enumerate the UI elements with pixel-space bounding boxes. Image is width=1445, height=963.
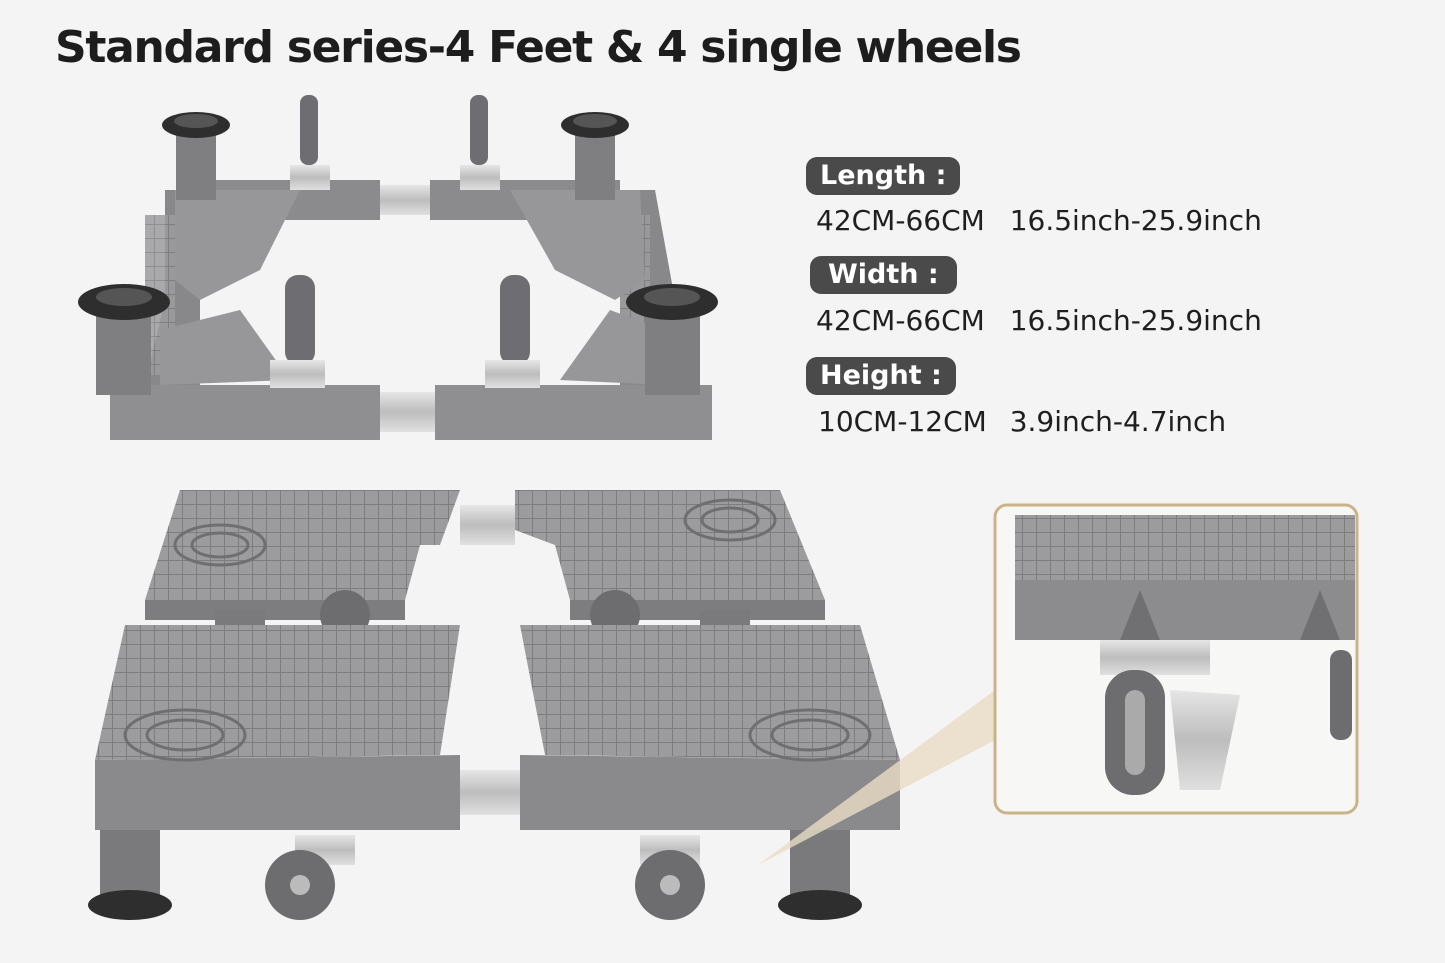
length-inch: 16.5inch-25.9inch <box>1009 204 1262 237</box>
length-value: 42CM-66CM 16.5inch-25.9inch <box>816 204 1262 237</box>
caster-front-left <box>270 275 325 388</box>
caster-back-left <box>290 95 330 190</box>
caster-front-right <box>485 275 540 388</box>
foot-front-left <box>78 284 170 395</box>
bottom-base-product-image <box>88 490 900 920</box>
foot-front-right <box>626 284 718 395</box>
page-title: Standard series-4 Feet & 4 single wheels <box>55 22 1022 73</box>
height-inch: 3.9inch-4.7inch <box>1009 405 1227 438</box>
width-value: 42CM-66CM 16.5inch-25.9inch <box>816 304 1262 337</box>
width-inch: 16.5inch-25.9inch <box>1009 304 1262 337</box>
callout-pointer <box>758 690 995 865</box>
height-cm: 10CM-12CM <box>818 405 987 438</box>
foot-back-right <box>561 112 629 200</box>
length-cm: 42CM-66CM <box>816 204 985 237</box>
length-label: Length : <box>806 157 961 195</box>
top-base-product-image <box>78 95 718 440</box>
height-value: 10CM-12CM 3.9inch-4.7inch <box>818 405 1226 438</box>
height-label: Height : <box>806 357 956 395</box>
width-cm: 42CM-66CM <box>816 304 985 337</box>
foot-back-left <box>162 112 230 200</box>
width-label: Width : <box>810 256 957 294</box>
caster-back-right <box>460 95 500 190</box>
caster-detail-inset <box>993 503 1359 815</box>
